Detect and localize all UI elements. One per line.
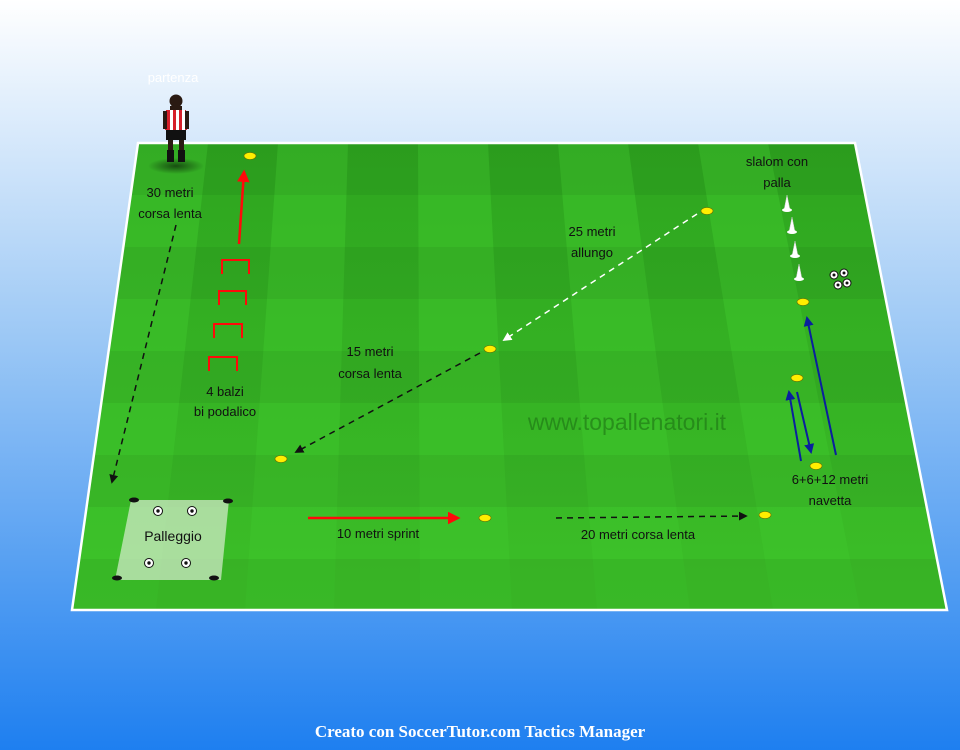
- hurdle-icon: [213, 323, 243, 338]
- label-shuttle-line1: 6+6+12 metri: [792, 472, 869, 487]
- label-10m-sprint: 10 metri sprint: [337, 526, 420, 541]
- marker-cone-icon: [129, 497, 139, 503]
- marker-cone-icon: [478, 514, 492, 522]
- marker-cone-icon: [758, 511, 772, 519]
- footer-credit: Creato con SoccerTutor.com Tactics Manag…: [315, 722, 646, 741]
- marker-cone-icon: [209, 575, 219, 581]
- hurdle-icon: [208, 356, 238, 371]
- label-15m-line1: 15 metri: [347, 344, 394, 359]
- label-30m-line2: corsa lenta: [138, 206, 202, 221]
- soccer-ball-icon: [829, 270, 839, 280]
- soccer-ball-icon: [187, 506, 197, 516]
- label-jumps-line2: bi podalico: [194, 404, 256, 419]
- ball-cluster: [829, 268, 852, 290]
- pitch-boundary-line: [70, 141, 949, 612]
- label-jumps-line1: 4 balzi: [206, 384, 244, 399]
- arrow-15m-slow-run: [294, 352, 481, 453]
- juggling-label: Palleggio: [144, 528, 202, 544]
- soccer-ball-icon: [839, 268, 849, 278]
- soccer-ball-icon: [833, 280, 843, 290]
- marker-cone-icon: [796, 298, 810, 306]
- label-20m-slow-run: 20 metri corsa lenta: [581, 527, 696, 542]
- marker-cone-icon: [243, 152, 257, 160]
- arrow-shuttle-up-short: [785, 390, 802, 462]
- marker-cone-icon: [700, 207, 714, 215]
- label-25m-line1: 25 metri: [569, 224, 616, 239]
- soccer-ball-icon: [181, 558, 191, 568]
- label-slalom-line2: palla: [763, 175, 791, 190]
- soccer-ball-icon: [842, 278, 852, 288]
- label-25m-line2: allungo: [571, 245, 613, 260]
- player-figure-icon: [148, 94, 204, 174]
- pitch: [70, 141, 949, 612]
- slalom-cones: [782, 194, 804, 281]
- arrow-shuttle-up-long: [803, 316, 837, 456]
- marker-cone-icon: [790, 374, 804, 382]
- soccer-ball-icon: [153, 506, 163, 516]
- arrow-20m-slow-run: [555, 511, 748, 521]
- label-start: partenza: [148, 70, 199, 85]
- label-30m-line1: 30 metri: [147, 185, 194, 200]
- hurdles: [208, 259, 250, 371]
- soccer-ball-icon: [144, 558, 154, 568]
- juggling-area: Palleggio: [112, 497, 233, 581]
- arrow-shuttle-down: [796, 391, 815, 454]
- hurdle-icon: [221, 259, 250, 274]
- marker-cone-icon: [274, 455, 288, 463]
- marker-cone-icon: [112, 575, 122, 581]
- arrow-jumps-up: [237, 169, 250, 245]
- label-slalom-line1: slalom con: [746, 154, 808, 169]
- hurdle-icon: [218, 290, 247, 305]
- labels: partenza 30 metri corsa lenta 4 balzi bi…: [138, 70, 868, 542]
- yellow-cones: [243, 152, 823, 522]
- pitch-stripes: [72, 143, 947, 610]
- label-shuttle-line2: navetta: [809, 493, 852, 508]
- marker-cone-icon: [809, 462, 823, 470]
- marker-cone-icon: [223, 498, 233, 504]
- watermark: www.topallenatori.it: [527, 409, 727, 435]
- arrow-25m-stride: [502, 213, 698, 341]
- label-15m-line2: corsa lenta: [338, 366, 402, 381]
- arrow-30m-slow-run: [109, 224, 177, 484]
- marker-cone-icon: [483, 345, 497, 353]
- movement-arrows: [109, 169, 837, 525]
